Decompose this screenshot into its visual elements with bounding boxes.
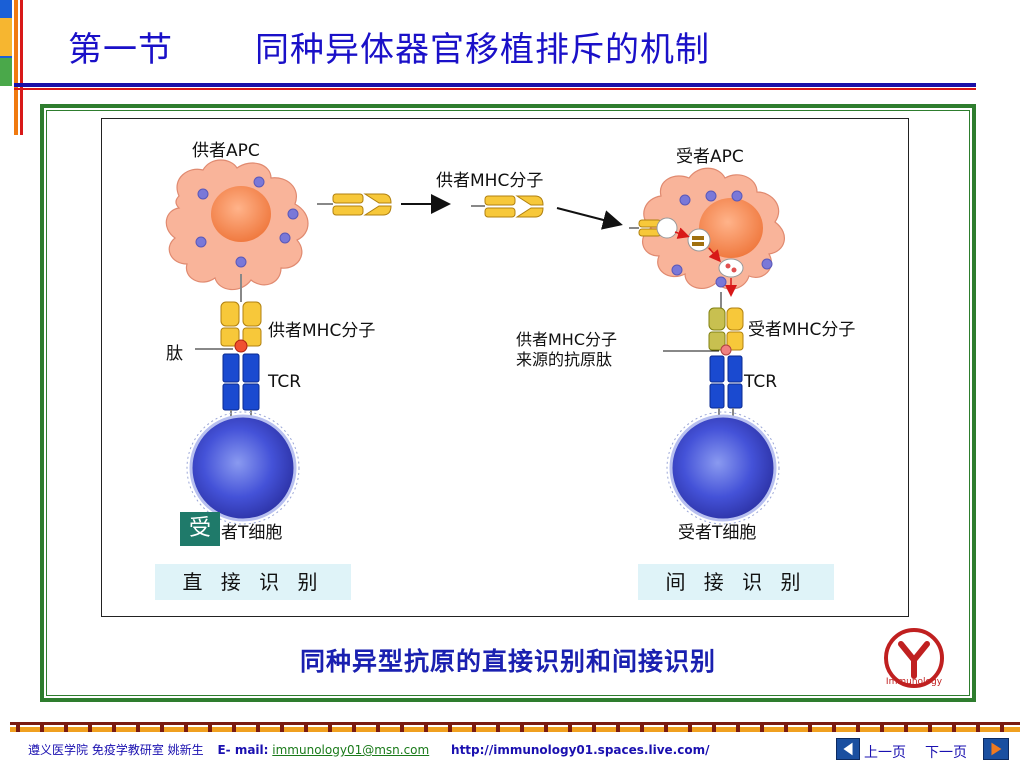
next-slide-link[interactable]: 下一页 [925,745,967,761]
direct-recognition-label: 直 接 识 别 [155,564,351,600]
recipient-mhc-tcr-complex [663,292,744,426]
header-accent-line [14,0,18,135]
donor-apc-label: 供者APC [192,141,260,161]
header-accent-square [0,18,12,56]
figure-frame-inner [46,110,970,696]
figure-caption: 同种异型抗原的直接识别和间接识别 [299,647,716,676]
slide-title: 第一节 同种异体器官移植排斥的机制 [68,22,710,71]
footer-email-link[interactable]: immunology01@msn.com [272,743,430,757]
footer-institution: 遵义医学院 免疫学教研室 姚新生 [28,743,204,757]
recipient-tcr-label: TCR [744,372,778,392]
logo-caption: Immunology [885,677,943,687]
immunology-logo [884,628,944,688]
indirect-recognition-label: 间 接 识 别 [638,564,834,600]
antigen-peptide-label-line1: 供者MHC分子 [516,330,618,349]
header-accent-line-red [20,0,23,135]
free-mhc-label: 供者MHC分子 [436,171,544,191]
uptake-arrow [556,207,623,230]
recipient-side-t-cell [666,411,780,525]
right-t-cell-label: 受者T细胞 [678,523,757,543]
prev-slide-button[interactable] [836,738,860,760]
donor-tcr-label: TCR [268,372,302,392]
prev-slide-link[interactable]: 上一页 [864,745,906,761]
donor-side-t-cell [186,411,300,525]
footer-email-label: E- mail: [217,743,269,757]
donor-mhc-molecule-icon [317,193,392,216]
chevron-left-icon [843,742,853,756]
header-accent-square-green [0,58,12,86]
section-label: 第一节 [68,30,173,70]
donor-mhc-tcr-complex [195,288,262,428]
antigen-peptide-label: 供者MHC分子 来源的抗原肽 [516,330,617,370]
left-t-cell-label: 者T细胞 [221,523,283,543]
footer-divider [10,722,1020,732]
header-divider-red [14,88,976,90]
next-slide-button[interactable] [983,738,1009,760]
peptide-label: 肽 [166,344,183,364]
donor-mhc-label: 供者MHC分子 [268,321,376,341]
footer-info: 遵义医学院 免疫学教研室 姚新生 E- mail: immunology01@m… [28,741,709,758]
highlight-marker: 受 [180,512,220,546]
recipient-mhc-label: 受者MHC分子 [748,320,856,340]
header-divider [14,83,976,87]
recipient-apc-label: 受者APC [676,147,744,167]
footer-url[interactable]: http://immunology01.spaces.live.com/ [451,743,710,757]
recipient-apc-cell [629,167,785,297]
recognition-diagram [165,159,785,525]
chevron-right-icon [991,742,1002,756]
antigen-peptide-label-line2: 来源的抗原肽 [516,350,613,369]
title-text: 同种异体器官移植排斥的机制 [255,30,710,70]
free-mhc-molecule-icon [471,195,544,218]
donor-apc-cell [165,159,309,300]
